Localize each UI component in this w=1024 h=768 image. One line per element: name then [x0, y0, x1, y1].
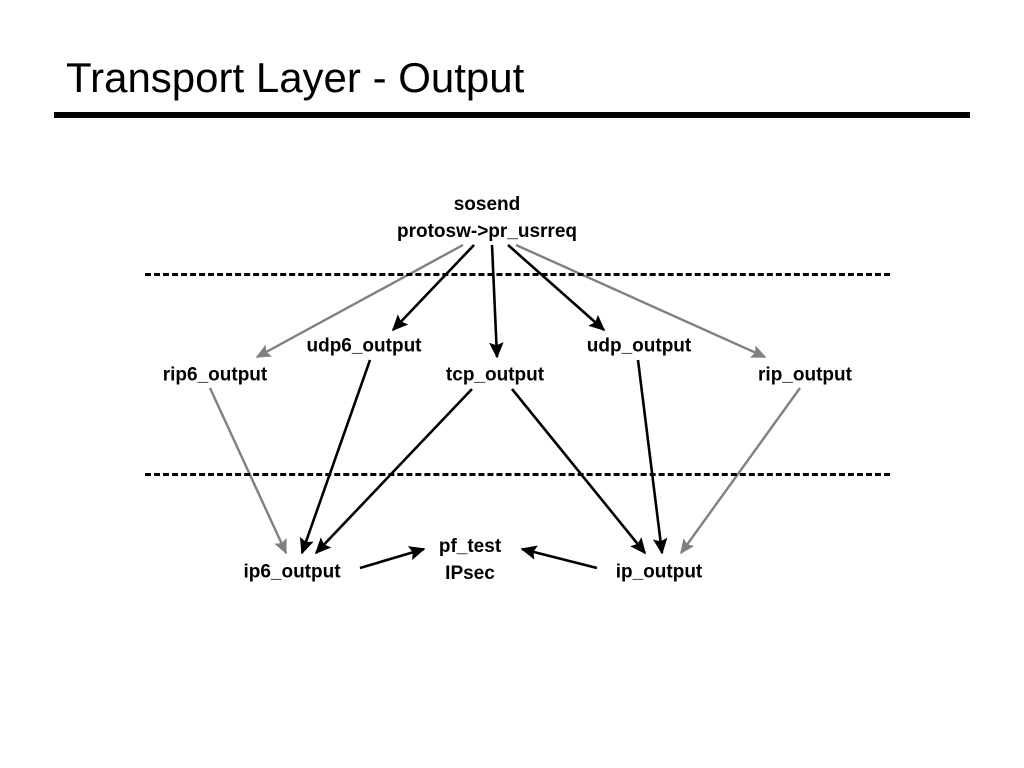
node-label-line: IPsec [445, 563, 495, 584]
node-rip_output[interactable]: rip_output [758, 362, 852, 389]
node-label-line: rip_output [758, 364, 852, 386]
page-title: Transport Layer - Output [66, 54, 525, 101]
node-label-line: pf_test [438, 536, 502, 557]
node-udp6_output[interactable]: udp6_output [306, 333, 421, 360]
diagram-edges [208, 243, 801, 570]
node-sosend[interactable]: sosend protosw->pr_usrreq [397, 191, 577, 245]
node-label-line: udp_output [586, 335, 692, 357]
edge-udp6_output-to-ip6_output [299, 359, 372, 555]
node-label-line: ip_output [615, 561, 703, 583]
edge-ip_output-to-pf_test [520, 545, 598, 570]
node-ip6_output[interactable]: ip6_output [243, 559, 340, 586]
edge-sosend-to-rip6_output [255, 243, 464, 359]
node-label-line: rip6_output [162, 364, 268, 386]
node-label-line: sosend [453, 194, 521, 215]
node-label-line: protosw->pr_usrreq [396, 221, 578, 242]
edge-tcp_output-to-ip_output [510, 388, 647, 555]
edge-rip6_output-to-ip6_output [208, 387, 288, 555]
lower-boundary [145, 473, 890, 476]
edge-udp_output-to-ip_output [636, 359, 668, 555]
node-label-line: tcp_output [445, 364, 545, 386]
edge-ip6_output-to-pf_test [359, 546, 426, 570]
node-label-line: ip6_output [243, 561, 341, 583]
edge-sosend-to-rip_output [515, 243, 767, 359]
title-divider [54, 112, 970, 118]
node-tcp_output[interactable]: tcp_output [446, 362, 544, 389]
upper-boundary [145, 273, 890, 276]
node-label-line: udp6_output [306, 335, 422, 357]
edge-sosend-to-udp_output [507, 244, 606, 332]
node-udp_output[interactable]: udp_output [587, 333, 691, 360]
edge-sosend-to-udp6_output [391, 244, 475, 332]
edge-tcp_output-to-ip6_output [314, 388, 473, 555]
edge-sosend-to-tcp_output [489, 244, 504, 359]
node-ip_output[interactable]: ip_output [616, 559, 703, 586]
edge-rip_output-to-ip_output [680, 387, 801, 555]
node-rip6_output[interactable]: rip6_output [163, 362, 268, 389]
